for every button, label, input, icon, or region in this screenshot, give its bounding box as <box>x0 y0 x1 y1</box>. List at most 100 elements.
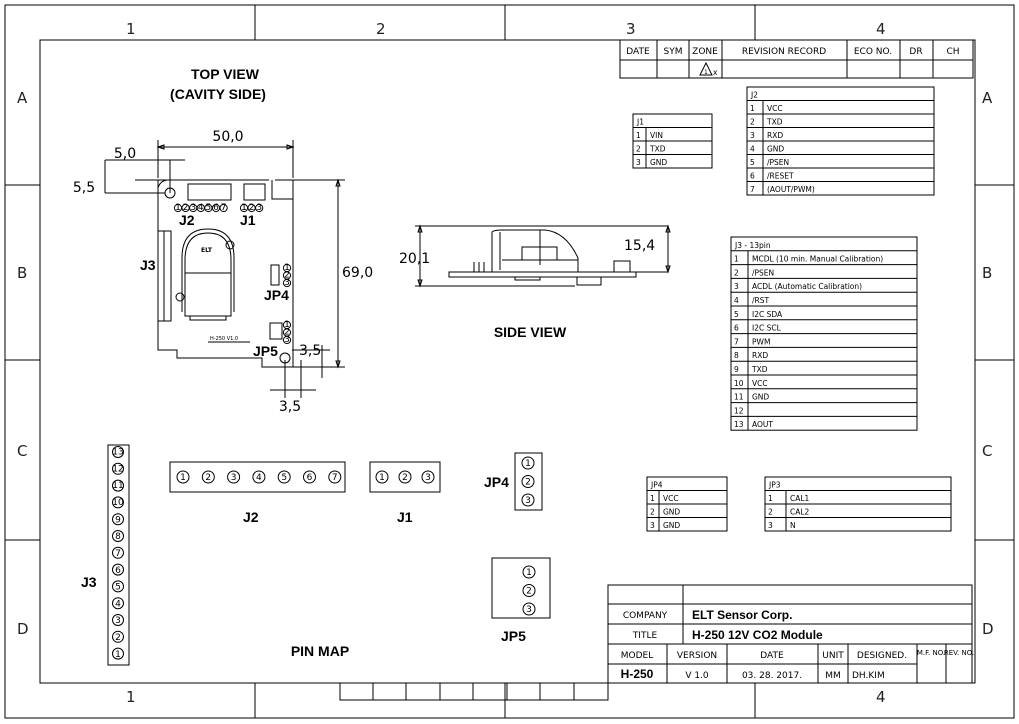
table-pin-signal: GND <box>663 508 680 517</box>
pinmap-label-j2: J2 <box>243 509 259 525</box>
pin-number: 3 <box>425 473 431 483</box>
pin-number: 4 <box>115 599 121 609</box>
zone-col-3: 3 <box>626 20 636 38</box>
table-title: J3 - 13pin <box>734 241 771 250</box>
drawing-title: H-250 12V CO2 Module <box>692 628 823 642</box>
pinmap-j3-pin: 13 <box>112 446 124 458</box>
table-title: JP4 <box>650 481 663 490</box>
table-pin-signal: VIN <box>650 131 663 140</box>
board-label: H-250 V1.0 <box>210 336 238 342</box>
dim-hole-y: 5,5 <box>73 180 95 196</box>
rev-header-ch: CH <box>946 47 959 57</box>
pinmap-j3-pin: 11 <box>112 479 124 492</box>
table-pin-signal: ACDL (Automatic Calibration) <box>752 282 862 291</box>
pin-number: 10 <box>112 498 124 508</box>
pinmap-j3-pin: 8 <box>112 530 124 542</box>
top-view-subtitle: (CAVITY SIDE) <box>170 86 266 102</box>
pinmap-j3-pin: 3 <box>112 614 124 626</box>
pinmap-j1-pin: 3 <box>421 470 435 484</box>
unit-value: MM <box>825 671 841 681</box>
dim-side-total: 20,1 <box>399 251 430 267</box>
date-value: 03. 28. 2017. <box>742 671 802 681</box>
table-pin-signal: I2C SCL <box>752 324 782 333</box>
table-pin-signal: CAL1 <box>790 494 810 503</box>
pinmap-j3-pin: 2 <box>112 630 124 643</box>
table-pin-number: 5 <box>750 158 755 167</box>
pinmap-j3-pin: 9 <box>112 513 124 525</box>
zone-row-d: D <box>17 620 29 638</box>
table-pin-number: 1 <box>650 494 655 503</box>
top-j2-pin: 4 <box>196 203 205 213</box>
zone-row-b-right: B <box>982 264 992 282</box>
outer-border <box>4 4 1015 719</box>
revision-triangle-icon <box>699 61 713 76</box>
pin-number: 5 <box>115 583 121 593</box>
j1-connector <box>243 183 266 201</box>
table-pin-signal: VCC <box>767 104 783 113</box>
pinmap-j3-pin: 7 <box>112 546 124 559</box>
table-pin-number: 2 <box>750 118 755 127</box>
table-pin-number: 1 <box>734 255 739 264</box>
table-pin-signal: GND <box>767 145 784 154</box>
zone-col-2: 2 <box>376 20 386 38</box>
pin-number: 6 <box>213 203 219 213</box>
dim-width: 50,0 <box>212 129 243 145</box>
pin-number: 9 <box>115 515 121 525</box>
table-pin-number: 1 <box>636 131 641 140</box>
zone-col-1-bottom: 1 <box>126 688 136 706</box>
top-view-title: TOP VIEW <box>191 66 260 82</box>
pinmap-jp4-pin: 2 <box>521 475 535 488</box>
zone-row-d-right: D <box>982 620 994 638</box>
pin-map: J2 J1 JP4 JP5 J3 PIN MAP 131211109876543… <box>81 444 551 666</box>
pinmap-j3-pin: 1 <box>112 647 124 660</box>
table-pin-signal: VCC <box>752 379 768 388</box>
rev-header-record: REVISION RECORD <box>742 47 826 57</box>
side-view-title: SIDE VIEW <box>494 324 567 340</box>
pinmap-j2-pin: 7 <box>328 470 342 484</box>
table-pin-number: 2 <box>636 145 641 154</box>
dim-height: 69,0 <box>342 265 373 281</box>
top-j2-pin: 6 <box>211 203 221 213</box>
header-rev-no: REV. NO. <box>944 649 974 657</box>
table-pin-number: 2 <box>734 268 739 277</box>
company-name: ELT Sensor Corp. <box>692 608 792 622</box>
table-pin-signal: MCDL (10 min. Manual Calibration) <box>752 255 883 264</box>
zone-col-4: 4 <box>876 20 886 38</box>
pinmap-jp5-pin: 3 <box>522 602 536 616</box>
table-pin-number: 6 <box>750 172 755 181</box>
pin-number: 2 <box>249 203 255 213</box>
pin-number: 1 <box>284 263 290 273</box>
model-value: H-250 <box>621 667 654 681</box>
table-pin-signal: /RESET <box>767 172 794 181</box>
zone-labels: 1 2 3 4 1 4 A B C D A B C D <box>17 20 994 706</box>
pinmap-j3-pin: 10 <box>112 496 124 509</box>
rev-header-dr: DR <box>909 47 922 57</box>
top-label-j2: J2 <box>179 212 195 228</box>
pin-number: 3 <box>525 496 531 506</box>
dim-hole2-x: 3,5 <box>279 399 301 415</box>
table-pin-number: 3 <box>650 521 655 530</box>
pin-number: 1 <box>284 320 290 330</box>
table-pin-number: 2 <box>768 508 773 517</box>
pinmap-jp5-box <box>491 557 551 619</box>
pin-number: 3 <box>190 203 196 213</box>
table-pin-signal: GND <box>650 158 667 167</box>
pin-number: 1 <box>379 473 385 483</box>
pin-number: 1 <box>115 650 121 660</box>
zone-col-1: 1 <box>126 20 136 38</box>
pin-map-title: PIN MAP <box>291 643 349 659</box>
pinmap-j2-box <box>169 461 346 493</box>
pin-number: 2 <box>205 473 211 483</box>
zone-row-c: C <box>17 442 27 460</box>
table-pin-signal: (AOUT/PWM) <box>767 185 815 194</box>
pin-number: 8 <box>115 532 121 542</box>
pin-number: 3 <box>256 203 262 213</box>
pinmap-j1-pin: 2 <box>398 470 412 484</box>
top-label-jp4: JP4 <box>264 287 289 303</box>
pinmap-jp4-pin: 1 <box>521 456 535 470</box>
version-value: V 1.0 <box>685 671 709 681</box>
j2-connector <box>187 183 232 201</box>
pin-number: 5 <box>281 473 287 483</box>
